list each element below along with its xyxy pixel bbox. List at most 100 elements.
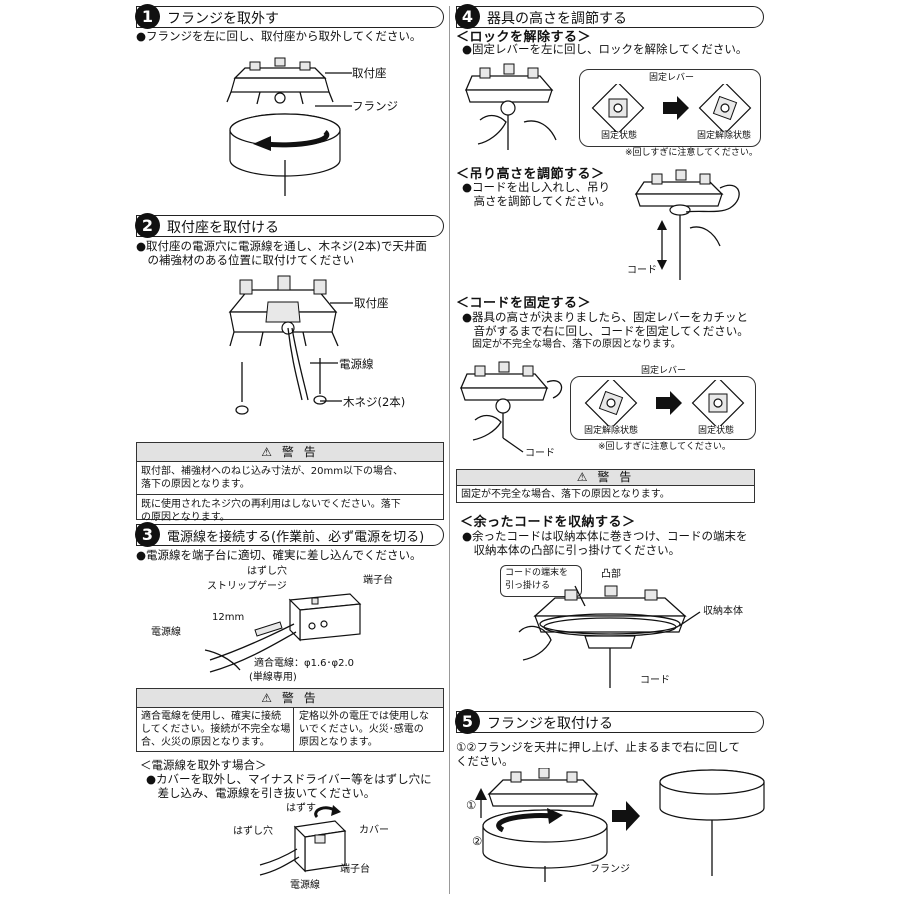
step-number-5: 5: [455, 709, 480, 734]
s4-callout-line-2: 引っ掛ける: [505, 581, 551, 591]
s3-instruction: ●電源線を端子台に適切、確実に差し込んでください。: [136, 548, 422, 562]
lock-fixed-icon: [691, 380, 745, 426]
s4-fix-title: ＜コードを固定する＞: [456, 296, 592, 311]
s3-warning-right: 定格以外の電圧では使用しな いでください。火災･感電の 原因となります。: [299, 711, 429, 748]
step-number-3: 3: [135, 522, 160, 547]
s3-r-label-cover: カバー: [359, 825, 389, 836]
section-2-header: 2 取付座を取付ける: [135, 213, 444, 238]
section-1-title: フランジを取外す: [167, 11, 279, 27]
section-1-header: 1 フランジを取外す: [135, 4, 444, 29]
s4-unlock-panel: [579, 69, 761, 147]
s4-warning-1: 固定が不完全な場合、落下の原因となります。: [461, 489, 670, 500]
warning-icon: ⚠: [261, 445, 282, 459]
s1-label-mount: 取付座: [352, 66, 387, 80]
s4-caution: ※回しすぎに注意してください。: [625, 148, 758, 158]
s2-warning-2: 既に使用されたネジ穴の再利用はしないでください。落下 の原因となります。: [137, 494, 443, 527]
mount-installation-figure: [228, 275, 339, 415]
height-adjust-figure: [634, 169, 740, 280]
warning-icon: ⚠: [576, 470, 598, 484]
s3-warning-left: 適合電線を使用し、確実に接続 してください。接続が不完全な場 合、火災の原因とな…: [141, 711, 291, 748]
s2-instruction-line-1: ●取付座の電源穴に電源線を通し、木ネジ(2本)で天井面: [136, 239, 427, 253]
fix-hand-figure: [460, 361, 563, 453]
s3-warning-header: ⚠ 警 告: [137, 689, 443, 708]
cord-storage-figure: [518, 585, 701, 688]
s4-unlock-text: ●固定レバーを左に回し、ロックを解除してください。: [462, 42, 748, 56]
s4-unlock-title: ＜ロックを解除する＞: [456, 30, 592, 45]
s4-store-body-label: 収納本体: [703, 606, 743, 617]
s4-callout-box: [500, 565, 582, 597]
step-number-1: 1: [135, 4, 160, 29]
s2-warning-header: ⚠ 警 告: [137, 443, 443, 462]
s3-r-label-hole: はずし穴: [233, 826, 273, 837]
s4-caution2: ※回しすぎに注意してください。: [598, 442, 731, 452]
s4-released2-label: 固定解除状態: [584, 426, 639, 436]
s2-label-mount: 取付座: [354, 296, 389, 310]
s1-leader-lines: [315, 72, 352, 107]
step-number-2: 2: [135, 213, 160, 238]
s4-bump-label: 凸部: [601, 569, 621, 580]
s4-store-title: ＜余ったコードを収納する＞: [460, 515, 636, 530]
s4-fix-panel: [570, 376, 756, 440]
s3-label-hole: はずし穴: [247, 566, 287, 577]
s3-label-terminal: 端子台: [363, 575, 393, 586]
s4-store-line-2: 収納本体の凸部に引っ掛けてください。: [462, 543, 681, 557]
wire-removal-figure: [259, 805, 347, 876]
s4-warning-header: ⚠ 警 告: [457, 470, 754, 486]
step-number-4: 4: [455, 4, 480, 29]
s1-instruction: ●フランジを左に回し、取付座から取外してください。: [136, 29, 422, 43]
s3-remove-title: ＜電源線を取外す場合＞: [140, 758, 267, 772]
flange-install-figure: [475, 768, 608, 882]
s4-fix-line-3: 固定が不完全な場合、落下の原因となります。: [462, 339, 681, 350]
s3-r-label-wire: 電源線: [290, 880, 320, 891]
s2-label-wire: 電源線: [339, 357, 374, 371]
section-4-header: 4 器具の高さを調節する: [455, 4, 764, 29]
s4-height-line-2: 高さを調節してください。: [462, 194, 611, 208]
s4-cord2-label: コード: [525, 448, 555, 459]
section-5-title: フランジを取付ける: [487, 716, 613, 732]
s5-mark-1: ①: [466, 798, 477, 812]
warning-icon: ⚠: [261, 691, 282, 705]
s4-fixed-label: 固定状態: [601, 131, 638, 141]
lock-released-icon: [698, 84, 752, 132]
s4-warning-box: ⚠ 警 告 固定が不完全な場合、落下の原因となります。: [456, 469, 755, 503]
s2-instruction-line-2: の補強材のある位置に取付けてください: [136, 253, 355, 267]
s5-next-arrow: [612, 801, 640, 831]
s4-fix-line-2: 音がするまで右に回し、コードを固定してください。: [462, 324, 749, 338]
section-2-title: 取付座を取付ける: [167, 220, 279, 236]
s5-instruction-line-2: ください。: [456, 754, 514, 768]
s3-label-12mm: 12mm: [212, 612, 245, 623]
s4-fix-states-figure: [584, 380, 745, 426]
section-3-title: 電源線を接続する(作業前、必ず電源を切る): [167, 530, 425, 545]
s5-mark-2: ②: [472, 834, 483, 848]
s3-label-strip: ストリップゲージ: [207, 581, 287, 592]
s4-lever2-label: 固定レバー: [641, 366, 687, 376]
section-4-title: 器具の高さを調節する: [487, 11, 627, 27]
s3-r-label-terminal: 端子台: [340, 864, 370, 875]
s4-lever-label: 固定レバー: [649, 73, 695, 83]
s4-fix-line-1: ●器具の高さが決まりましたら、固定レバーをカチッと: [462, 310, 749, 324]
s4-store-line-1: ●余ったコードは収納本体に巻きつけ、コードの端末を: [462, 529, 748, 543]
section-3-header: 3 電源線を接続する(作業前、必ず電源を切る): [135, 522, 444, 547]
section-5-header: 5 フランジを取付ける: [455, 709, 764, 734]
column-divider: [449, 6, 450, 894]
s3-warning-split: [293, 707, 294, 751]
lock-released-icon: [584, 380, 638, 426]
s3-label-suitable-1: 適合電線：φ1.6･φ2.0: [254, 658, 354, 669]
terminal-connection-figure: [204, 593, 362, 673]
s4-released-label: 固定解除状態: [697, 131, 752, 141]
s4-cord-label: コード: [627, 265, 657, 276]
lock-fixed-icon: [591, 84, 645, 132]
s4-height-line-1: ●コードを出し入れし、吊り: [462, 180, 611, 194]
s5-flange-label: フランジ: [590, 864, 630, 875]
s4-cord3-label: コード: [640, 675, 670, 686]
s3-label-wire: 電源線: [151, 627, 181, 638]
s3-remove-line-1: ●カバーを取外し、マイナスドライバー等をはずし穴に: [146, 772, 432, 786]
s5-instruction-line-1: ①②フランジを天井に押し上げ、止まるまで右に回して: [456, 740, 740, 754]
s4-callout-line-1: コードの端末を: [505, 568, 569, 578]
s3-label-suitable-2: (単線専用): [249, 672, 297, 683]
installed-flange-figure: [659, 769, 765, 876]
s4-fixed2-label: 固定状態: [698, 426, 735, 436]
s2-warning-box: ⚠ 警 告 取付部、補強材へのねじ込み寸法が、20mm以下の場合、 落下の原因と…: [136, 442, 444, 523]
s3-warning-box: ⚠ 警 告 適合電線を使用し、確実に接続 してください。接続が不完全な場 合、火…: [136, 688, 444, 752]
s2-label-screw: 木ネジ(2本): [343, 395, 406, 409]
